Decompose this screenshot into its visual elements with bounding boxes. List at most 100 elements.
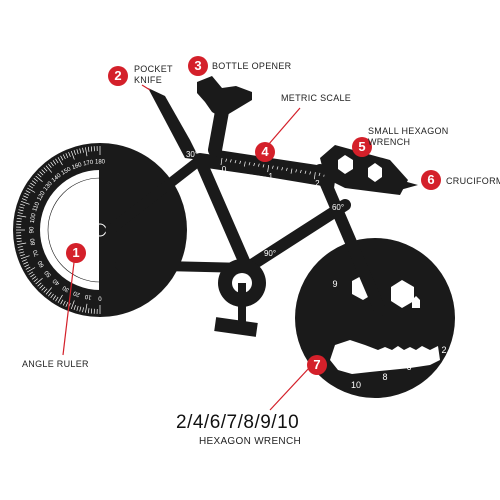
protractor-tick [45, 165, 53, 173]
protractor-label: 90 [30, 226, 36, 233]
ruler-tick [262, 164, 265, 168]
protractor-tick [48, 163, 52, 168]
protractor-tick [48, 292, 52, 297]
ruler-tick [220, 157, 223, 166]
protractor-label: 160 [71, 162, 83, 171]
ruler-tick [300, 169, 302, 174]
protractor-tick [70, 300, 75, 310]
protractor-tick [79, 306, 82, 312]
protractor-label: 120 [37, 190, 48, 202]
protractor-tick [28, 271, 34, 275]
angle-label: 90° [264, 249, 276, 258]
protractor-tick [62, 154, 66, 160]
protractor-tick [87, 146, 90, 152]
ruler-tick [295, 169, 297, 173]
ruler-tick [258, 163, 260, 167]
callout-label-hexagon-wrench: HEXAGON WRENCH [199, 436, 301, 447]
ruler-tick [276, 166, 279, 170]
protractor-label: 140 [51, 172, 63, 183]
angle-labels: 30°60°90° [186, 150, 344, 258]
protractor-tick [90, 146, 93, 152]
ruler-tick [313, 172, 316, 180]
protractor-label: 110 [32, 201, 41, 213]
protractor-tick [20, 255, 30, 260]
protractor-tick [35, 277, 43, 285]
protractor-tick [16, 240, 22, 243]
callout-label-bottle-opener: BOTTLE OPENER [212, 61, 292, 71]
protractor-label: 170 [83, 160, 95, 168]
pocket-knife-blade [148, 88, 200, 160]
protractor-tick [25, 190, 31, 194]
protractor-tick [55, 296, 59, 302]
protractor-tick [43, 288, 48, 293]
small-hexagon-wrench [320, 145, 418, 195]
wrench-sizes-line: 2/4/6/7/8/9/10 [176, 412, 300, 433]
protractor-tick [52, 160, 57, 165]
ruler-tick [239, 160, 241, 164]
protractor-label: 50 [43, 268, 52, 277]
angle-label: 60° [332, 203, 344, 212]
protractor-tick [20, 200, 30, 205]
callout-badge-3: 3 [188, 56, 208, 76]
callout-label-small-hexagon-wrench: SMALL HEXAGON WRENCH [368, 126, 449, 147]
protractor-tick [33, 278, 38, 282]
protractor-tick [41, 286, 46, 291]
protractor-tick [23, 195, 28, 199]
protractor-tick [60, 155, 64, 161]
protractor-tick [17, 246, 23, 248]
callout-badge-5: 5 [352, 137, 372, 157]
protractor-tick-marks [16, 146, 101, 314]
protractor-tick [21, 259, 27, 262]
callout-badge-1: 1 [66, 243, 86, 263]
protractor-tick [68, 151, 71, 157]
ruler-tick [318, 172, 321, 176]
protractor-tick [73, 305, 76, 310]
protractor-label: 100 [30, 212, 38, 224]
protractor-tick [33, 178, 38, 182]
protractor-tick [25, 266, 31, 270]
protractor-tick [24, 264, 30, 268]
callout-label-metric-scale: METRIC SCALE [281, 93, 352, 103]
wrench-size-label: 9 [332, 279, 337, 289]
callout-label-pocket-knife: POCKET KNIFE [134, 64, 173, 85]
protractor-tick [65, 302, 69, 307]
protractor-tick [60, 299, 64, 305]
protractor-tick [16, 217, 22, 220]
callout-label-cruciform: CRUCIFORM [446, 176, 500, 186]
protractor-label: 130 [43, 180, 54, 192]
key-hex-cutout [330, 340, 440, 374]
protractor-tick [41, 169, 46, 174]
protractor-labels: 1801701601501401301201101009080706050403… [30, 160, 106, 301]
protractor-tick [76, 305, 79, 311]
ruler-number: 2 [315, 179, 320, 188]
protractor-tick [73, 150, 76, 155]
protractor-tick [24, 192, 30, 196]
wrench-size-label: 2 [441, 345, 446, 355]
protractor-tick [27, 267, 36, 273]
protractor-tick [50, 293, 54, 299]
protractor-tick [17, 212, 23, 214]
protractor-label: 40 [52, 277, 61, 286]
wrench-size-label: 7 [395, 288, 400, 298]
ruler-tick [309, 171, 311, 175]
protractor-tick [16, 237, 22, 240]
protractor-tick [52, 295, 57, 300]
callout-badge-7: 7 [307, 355, 327, 375]
protractor-tick [87, 308, 90, 314]
protractor-label: 30 [61, 284, 70, 293]
protractor-tick [16, 220, 22, 223]
protractor-tick [57, 294, 63, 303]
protractor-tick [30, 182, 35, 187]
protractor-label: 70 [32, 248, 40, 257]
callout-label-angle-ruler: ANGLE RULER [22, 359, 89, 369]
protractor-tick [39, 284, 44, 289]
protractor-tick [20, 203, 25, 206]
protractor-tick [82, 147, 84, 153]
callout-badge-6: 6 [421, 170, 441, 190]
protractor-tick [18, 209, 24, 212]
protractor-tick [35, 175, 43, 183]
protractor-tick [31, 180, 37, 184]
